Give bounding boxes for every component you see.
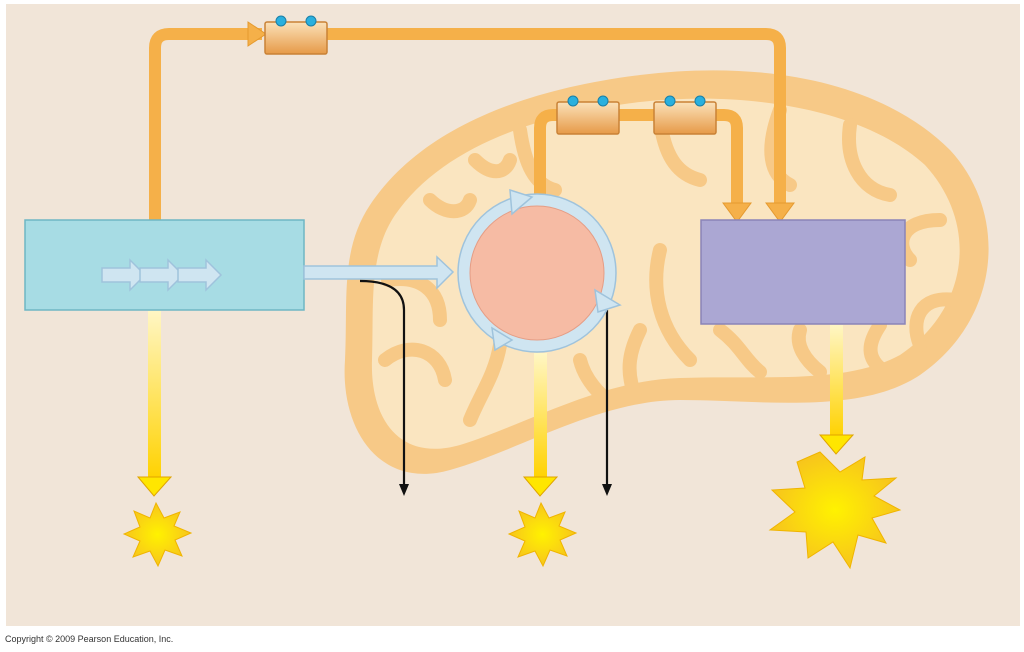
- electron-dot: [567, 95, 579, 107]
- electron-dot: [664, 95, 676, 107]
- co2-release-arrow-1: [359, 279, 406, 485]
- crista-3: [423, 193, 477, 219]
- cycle-arrow: [491, 326, 514, 352]
- crista-17: [622, 323, 647, 402]
- atp-arrowhead-etc: [818, 434, 855, 455]
- co2-arrowhead-1: [399, 484, 409, 496]
- electron-dot: [597, 95, 609, 107]
- step-arrow: [101, 258, 147, 292]
- nadh-transfer-arrowhead-2: [765, 202, 795, 223]
- nadh-transfer-arrowhead-1: [247, 21, 267, 47]
- energy-burst-glycolysis: [122, 501, 193, 568]
- energy-burst-etc: [768, 451, 902, 570]
- energy-burst-krebs: [507, 501, 578, 568]
- crista-10: [909, 292, 962, 352]
- crista-2: [378, 342, 452, 387]
- step-arrow: [177, 258, 223, 292]
- krebs-to-etc-arrow: [534, 109, 743, 205]
- nadh-carrier-1: [556, 101, 620, 135]
- cycle-arrow: [509, 188, 534, 216]
- electron-transport-box: [700, 219, 906, 325]
- krebs-cycle-arrows-icon: [491, 188, 622, 352]
- nadh-carrier-top: [264, 21, 328, 55]
- cycle-arrow: [594, 288, 622, 313]
- crista-14: [863, 318, 887, 375]
- electron-dot: [694, 95, 706, 107]
- atp-yield-arrow-etc: [830, 325, 843, 437]
- glycolysis-box: [24, 219, 305, 311]
- pyruvate-to-krebs-arrow: [303, 255, 455, 290]
- atp-arrowhead-krebs: [522, 476, 559, 497]
- crista-5: [513, 123, 562, 197]
- crista-13: [791, 323, 827, 379]
- atp-yield-arrow-glycolysis: [148, 311, 161, 479]
- fadh2-carrier: [653, 101, 717, 135]
- atp-yield-arrow-krebs: [534, 353, 547, 479]
- crista-15: [463, 338, 507, 427]
- crista-11: [649, 243, 697, 367]
- co2-arrowhead-2: [602, 484, 612, 496]
- glycolysis-steps-icon: [101, 258, 223, 292]
- step-arrow: [139, 258, 185, 292]
- copyright-notice: Copyright © 2009 Pearson Education, Inc.: [5, 634, 174, 644]
- crista-8: [842, 118, 897, 202]
- crista-4: [468, 153, 517, 179]
- electron-dot: [275, 15, 287, 27]
- electron-dot: [305, 15, 317, 27]
- nadh-transfer-arrow-top: [149, 28, 262, 220]
- krebs-cycle-circle: [469, 205, 605, 341]
- crista-12: [713, 323, 767, 379]
- nadh-transfer-arrow-top-right: [326, 28, 786, 205]
- krebs-to-etc-arrowhead: [722, 202, 752, 223]
- atp-arrowhead-glycolysis: [136, 476, 173, 497]
